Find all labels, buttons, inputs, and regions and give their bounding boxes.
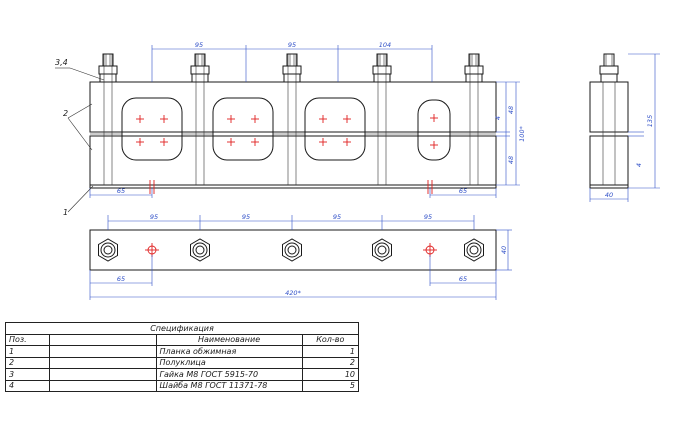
- dim-plan-3: 95: [333, 213, 341, 221]
- washer: [283, 73, 301, 83]
- callout-1: 1: [63, 208, 68, 217]
- spec-header-pos: Поз.: [4, 333, 51, 346]
- washer: [191, 73, 209, 83]
- spec-row: 4 Шайба М8 ГОСТ 11371-78 5: [4, 379, 360, 392]
- dim-total-height: 100*: [518, 125, 526, 141]
- spec-qty: 5: [301, 379, 360, 392]
- dim-side-height: 135: [646, 115, 654, 127]
- spec-blank: [49, 379, 157, 392]
- spec-header-blank: [49, 333, 157, 346]
- spec-title-row: Спецификация: [5, 322, 359, 335]
- washer: [99, 73, 117, 83]
- spec-name: Полуклица: [155, 356, 303, 369]
- right-dimensions: 48 4 100* 48: [494, 81, 526, 186]
- dim-lower-height: 48: [507, 156, 515, 164]
- washer: [373, 73, 391, 83]
- upper-half-clamp: [89, 81, 497, 133]
- dim-top-1: 95: [195, 41, 203, 49]
- nut: [372, 65, 392, 75]
- nut: [464, 65, 484, 75]
- front-view: 95 95 104 48 4 100* 48 65 65: [55, 41, 526, 217]
- stud: [372, 53, 392, 185]
- dim-plan-2: 95: [242, 213, 250, 221]
- cable-opening-2: [212, 97, 274, 161]
- clamping-plate: [89, 229, 497, 271]
- nut: [98, 65, 118, 75]
- stud: [190, 53, 210, 185]
- plan-view: 95 95 95 95 40 65 65 420*: [89, 213, 512, 300]
- side-lower: [589, 135, 629, 186]
- spec-pos: 2: [4, 356, 51, 369]
- spec-row: 2 Полуклица 2: [4, 356, 360, 369]
- cable-centre-marks: [136, 114, 438, 149]
- dim-plan-4: 95: [424, 213, 432, 221]
- spec-blank: [49, 368, 157, 381]
- specification-table: Спецификация Поз. Наименование Кол-во 1 …: [4, 322, 360, 392]
- spec-header-name: Наименование: [155, 333, 303, 346]
- spec-pos: 4: [4, 379, 51, 392]
- dim-side-width: 40: [605, 191, 613, 199]
- hex-nut: [372, 238, 392, 262]
- callouts: 3,4 2 1: [55, 58, 105, 217]
- spec-name: Шайба М8 ГОСТ 11371-78: [155, 379, 303, 392]
- dim-upper-height: 48: [507, 106, 515, 114]
- dim-top-3: 104: [379, 41, 391, 49]
- side-upper: [589, 81, 629, 133]
- dim-gap: 4: [494, 116, 502, 120]
- dim-top-2: 95: [288, 41, 296, 49]
- spec-name: Планка обжимная: [155, 345, 303, 358]
- nut: [190, 65, 210, 75]
- spec-blank: [49, 345, 157, 358]
- washer: [465, 73, 483, 83]
- hex-nut: [190, 238, 210, 262]
- cable-opening-1: [121, 97, 183, 161]
- front-bottom-plate: [89, 184, 497, 189]
- dim-plan-left: 65: [117, 275, 125, 283]
- spec-pos: 1: [4, 345, 51, 358]
- fixing-hole: [423, 243, 437, 257]
- dim-left-offset: 65: [117, 187, 125, 195]
- stud: [464, 53, 484, 185]
- callout-2: 2: [63, 109, 68, 118]
- spec-qty: 2: [301, 356, 360, 369]
- holes-plan: [145, 243, 437, 257]
- spec-pos: 3: [4, 368, 51, 381]
- cable-opening-4: [417, 99, 451, 161]
- spec-header-row: Поз. Наименование Кол-во: [4, 333, 360, 346]
- top-dimensions: 95 95 104: [151, 41, 433, 82]
- nut: [282, 65, 302, 75]
- spec-qty: 1: [301, 345, 360, 358]
- spec-title: Спецификация: [5, 322, 359, 335]
- spec-row: 1 Планка обжимная 1: [4, 345, 360, 358]
- studs: [98, 53, 484, 185]
- stud: [98, 53, 118, 185]
- nuts-plan: [98, 238, 484, 262]
- fixing-holes-front: [149, 180, 433, 194]
- spec-name: Гайка М8 ГОСТ 5915-70: [155, 368, 303, 381]
- hex-nut: [98, 238, 118, 262]
- front-offset-dimensions: 65 65: [89, 187, 497, 198]
- hex-nut: [464, 238, 484, 262]
- spec-blank: [49, 356, 157, 369]
- spec-qty: 10: [301, 368, 360, 381]
- cable-opening-3: [304, 97, 366, 161]
- callout-3-4: 3,4: [55, 58, 68, 67]
- dim-plan-total: 420*: [285, 289, 301, 297]
- dim-plan-1: 95: [150, 213, 158, 221]
- hex-nut: [282, 238, 302, 262]
- dim-right-offset: 65: [459, 187, 467, 195]
- side-view: 135 4 40: [589, 53, 660, 202]
- spec-row: 3 Гайка М8 ГОСТ 5915-70 10: [4, 368, 360, 381]
- dim-plan-right: 65: [459, 275, 467, 283]
- dim-side-gap: 4: [635, 163, 643, 167]
- fixing-hole: [145, 243, 159, 257]
- dim-plan-height: 40: [500, 246, 508, 254]
- spec-header-qty: Кол-во: [301, 333, 360, 346]
- stud: [282, 53, 302, 185]
